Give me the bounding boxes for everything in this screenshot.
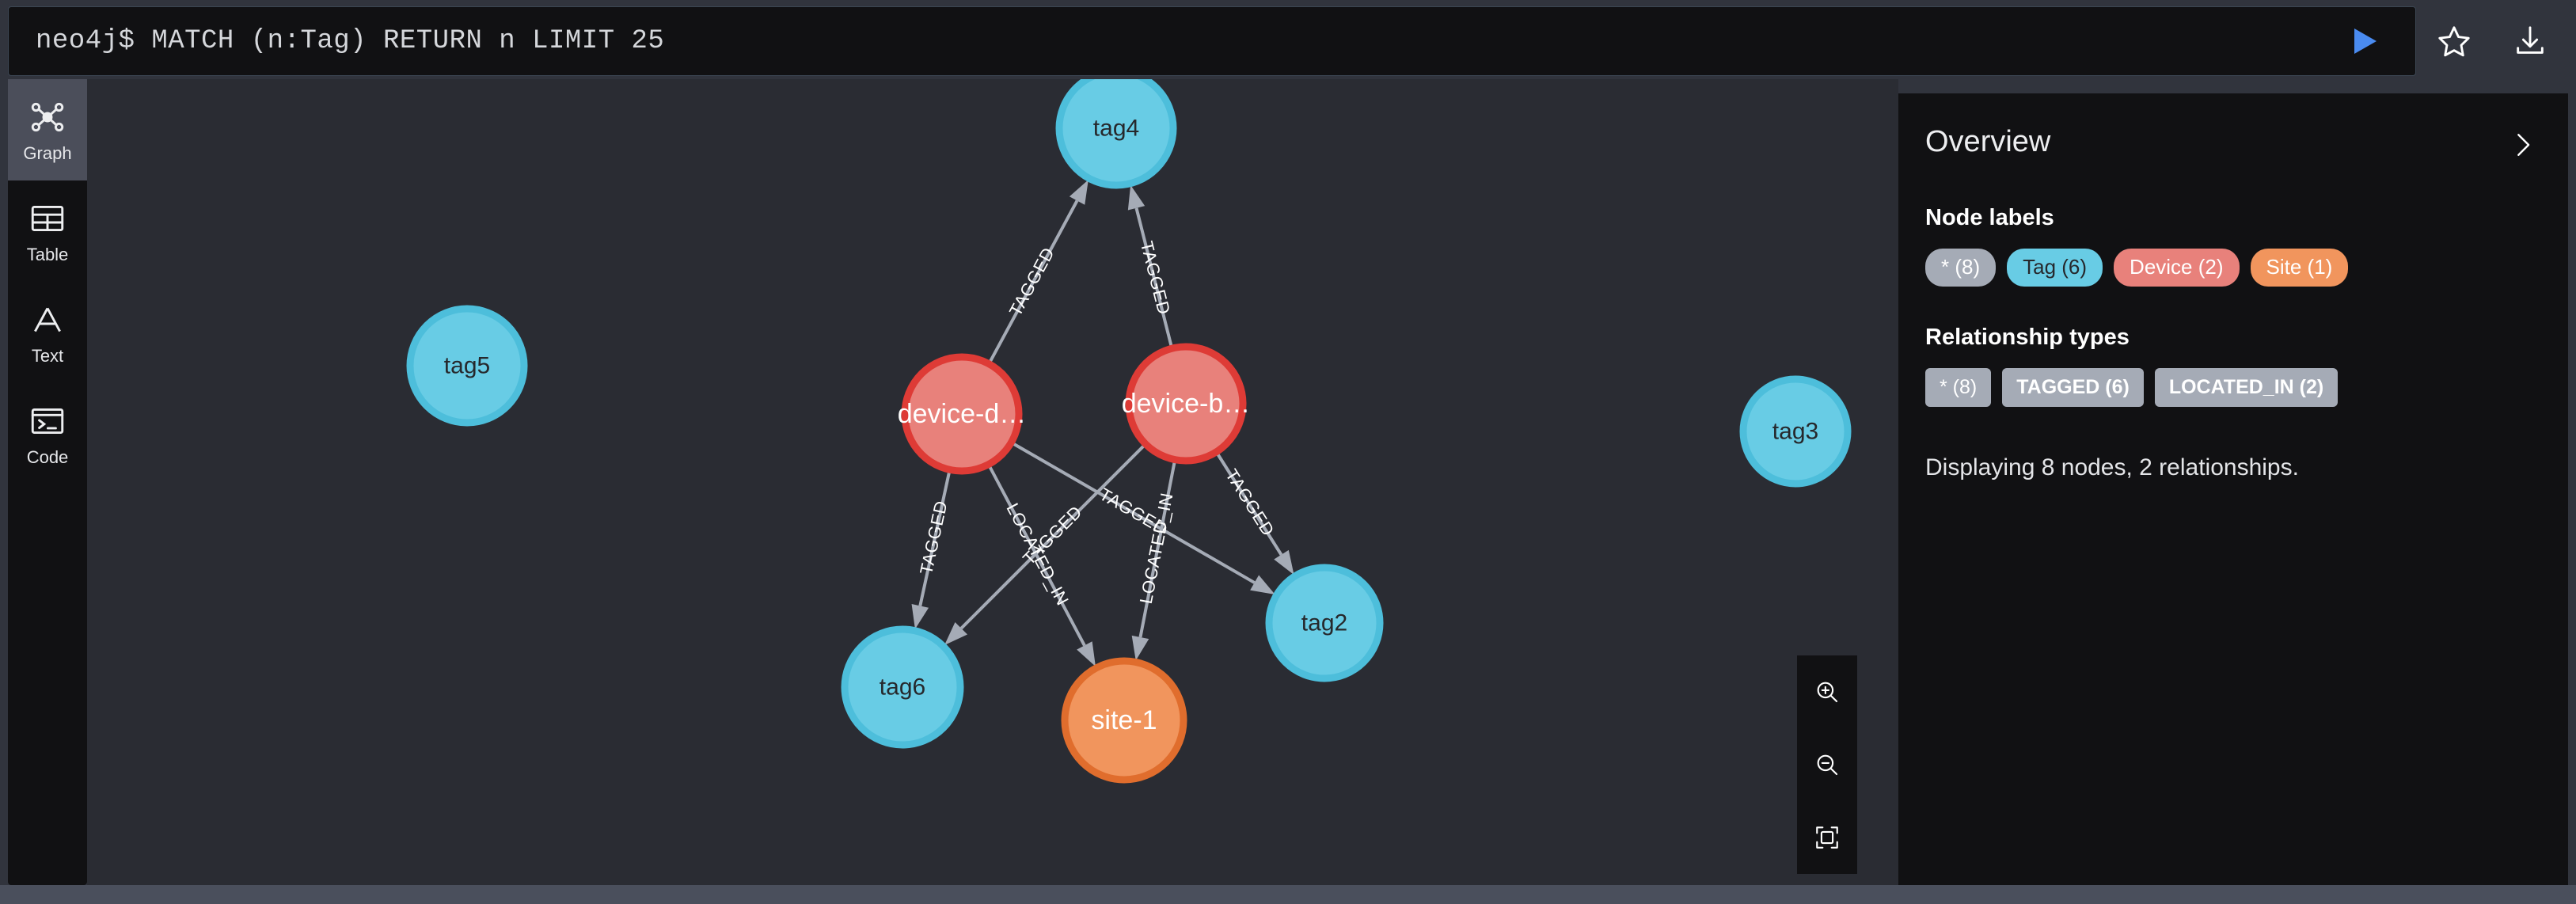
node-layer: tag4 tag5 tag3 device-d… device-b… tag2 tag6 si…: [406, 79, 1852, 784]
chevron-right-icon[interactable]: [2510, 127, 2536, 167]
sidebar-item-text[interactable]: Text: [8, 282, 87, 383]
node-label-pill[interactable]: Device (2): [2114, 249, 2240, 287]
node-label-pill[interactable]: Tag (6): [2007, 249, 2103, 287]
graph-node-device-b[interactable]: device-b…: [1122, 343, 1251, 465]
fit-to-screen-button[interactable]: [1797, 801, 1857, 874]
relationship-label: TAGGED: [916, 499, 952, 576]
fit-to-screen-icon: [1816, 826, 1838, 849]
sidebar-item-code[interactable]: Code: [8, 383, 87, 484]
favorite-button[interactable]: [2416, 6, 2492, 76]
zoom-in-button[interactable]: [1797, 655, 1857, 728]
displaying-summary: Displaying 8 nodes, 2 relationships.: [1925, 454, 2299, 480]
graph-node-label: tag3: [1772, 419, 1818, 445]
relationship-label: TAGGED: [1005, 244, 1058, 319]
text-icon: [34, 307, 61, 332]
node-labels-list: * (8) Tag (6) Device (2) Site (1): [1925, 249, 2536, 287]
overview-header: Overview: [1925, 127, 2536, 167]
relationship-label: TAGGED: [1137, 239, 1174, 317]
relationship-type-chip[interactable]: * (8): [1925, 367, 1992, 407]
run-query-button[interactable]: [2335, 7, 2393, 75]
relationship-type-chip[interactable]: LOCATED_IN (2): [2154, 367, 2339, 407]
relationship-tagged[interactable]: TAGGED: [911, 469, 952, 629]
relationship-located_in[interactable]: LOCATED_IN: [986, 463, 1096, 667]
zoom-controls: [1797, 655, 1857, 874]
graph-node-tag4[interactable]: tag4: [1055, 79, 1177, 189]
node-labels-heading: Node labels: [1925, 205, 2054, 230]
view-sidebar: Graph Table Text Code: [8, 79, 87, 885]
relationship-tagged[interactable]: TAGGED: [1127, 184, 1174, 349]
relationship-tagged[interactable]: TAGGED: [1214, 450, 1294, 575]
graph-node-label: device-d…: [898, 399, 1027, 429]
graph-node-label: device-b…: [1122, 389, 1251, 419]
sidebar-item-graph-label: Graph: [23, 143, 72, 163]
graph-icon: [31, 102, 64, 132]
bottom-strip: [0, 885, 2576, 904]
graph-node-label: tag6: [880, 674, 925, 701]
overview-panel: Overview Node labels * (8) Tag (6) Device …: [1898, 93, 2568, 885]
code-icon: [31, 408, 64, 435]
query-editor-bar: neo4j$ MATCH (n:Tag) RETURN n LIMIT 25: [8, 6, 2568, 76]
relationship-types-heading: Relationship types: [1925, 324, 2130, 350]
sidebar-item-table-label: Table: [26, 245, 69, 264]
query-text: neo4j$ MATCH (n:Tag) RETURN n LIMIT 25: [36, 26, 665, 56]
graph-node-tag2[interactable]: tag2: [1265, 564, 1384, 682]
page-title: Overview: [1925, 125, 2051, 158]
graph-node-tag3[interactable]: tag3: [1739, 375, 1852, 488]
graph-node-device-d[interactable]: device-d…: [898, 353, 1027, 475]
relationship-label: TAGGED: [1222, 465, 1279, 540]
query-input[interactable]: neo4j$ MATCH (n:Tag) RETURN n LIMIT 25: [8, 6, 2416, 76]
sidebar-item-table[interactable]: Table: [8, 180, 87, 282]
zoom-out-icon: [1817, 754, 1838, 776]
table-icon: [31, 205, 64, 232]
relationship-type-chip[interactable]: TAGGED (6): [2002, 367, 2144, 407]
zoom-out-button[interactable]: [1797, 728, 1857, 801]
graph-node-tag6[interactable]: tag6: [841, 625, 964, 749]
relationship-tagged[interactable]: TAGGED: [987, 180, 1089, 365]
play-icon: [2354, 28, 2377, 54]
graph-node-label: tag4: [1093, 116, 1139, 142]
relationship-tagged[interactable]: TAGGED: [944, 443, 1147, 645]
zoom-in-icon: [1817, 682, 1838, 703]
graph-node-tag5[interactable]: tag5: [406, 305, 528, 427]
relationship-located_in[interactable]: LOCATED_IN: [1131, 459, 1177, 661]
graph-node-label: site-1: [1091, 705, 1157, 735]
graph-node-label: tag5: [444, 353, 490, 379]
node-label-pill[interactable]: * (8): [1925, 249, 1997, 287]
graph-node-label: tag2: [1301, 610, 1347, 636]
download-button[interactable]: [2492, 6, 2568, 76]
sidebar-item-text-label: Text: [31, 346, 64, 366]
sidebar-item-graph[interactable]: Graph: [8, 79, 87, 180]
node-label-pill[interactable]: Site (1): [2250, 249, 2349, 287]
relationship-types-list: * (8)TAGGED (6)LOCATED_IN (2): [1925, 367, 2536, 407]
graph-node-site-1[interactable]: site-1: [1061, 657, 1187, 784]
sidebar-item-code-label: Code: [26, 447, 69, 467]
star-icon: [2438, 26, 2470, 57]
download-icon: [2517, 26, 2544, 54]
